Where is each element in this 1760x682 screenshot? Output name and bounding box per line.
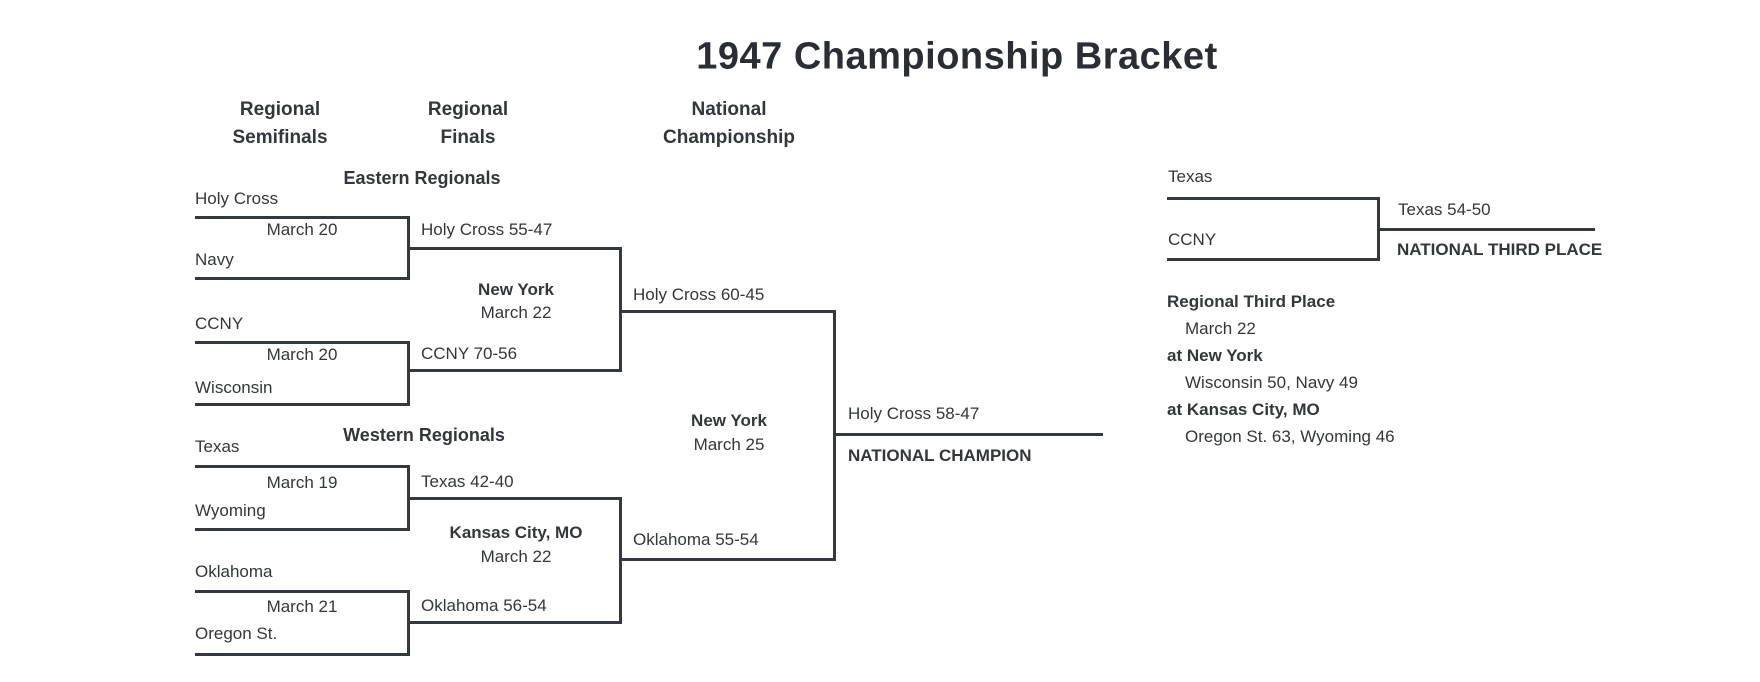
game-site: New York — [478, 280, 554, 299]
game-result: Holy Cross 58-47 — [848, 404, 980, 423]
third-place-game-site: at New York — [1167, 346, 1263, 365]
team-label: Wisconsin — [195, 378, 273, 397]
bracket-line — [407, 341, 410, 406]
game-result: CCNY 70-56 — [421, 344, 518, 363]
bracket-line — [407, 247, 622, 250]
column-header-line: Regional — [239, 99, 321, 120]
bracket-line — [833, 433, 1103, 436]
bracket-line — [195, 341, 410, 344]
column-header-regional-finals: Regional Finals — [428, 96, 508, 152]
bracket-line — [407, 497, 622, 500]
team-label: Texas — [1168, 167, 1213, 186]
game-site: Kansas City, MO — [449, 523, 583, 542]
west-region-header: Western Regionals — [343, 425, 505, 445]
bracket-line — [195, 216, 410, 219]
national-third-place-caption: NATIONAL THIRD PLACE — [1397, 240, 1603, 259]
regional-third-place-block: Regional Third Place March 22 at New Yor… — [1167, 288, 1395, 450]
game-date: March 21 — [266, 597, 338, 616]
bracket-line — [1167, 258, 1380, 261]
bracket-line — [195, 528, 410, 531]
national-champion-caption: NATIONAL CHAMPION — [848, 446, 1032, 465]
game-result: Oklahoma 55-54 — [633, 530, 759, 549]
bracket-line — [1167, 197, 1380, 200]
column-header-line: Regional — [427, 99, 509, 120]
bracket-line — [195, 403, 410, 406]
game-result: Oklahoma 56-54 — [421, 596, 547, 615]
east-region-header: Eastern Regionals — [343, 168, 501, 188]
bracket-line — [407, 621, 622, 624]
column-header-national-championship: National Championship — [663, 96, 795, 152]
game-date: March 19 — [266, 473, 338, 492]
game-date: March 25 — [693, 435, 765, 454]
team-label: CCNY — [1168, 230, 1217, 249]
third-place-game-site: at Kansas City, MO — [1167, 400, 1320, 419]
column-header-line: Championship — [663, 127, 795, 148]
team-label: Navy — [195, 250, 234, 269]
column-header-line: National — [691, 99, 767, 120]
game-date: March 22 — [480, 547, 552, 566]
column-header-line: Semifinals — [232, 127, 328, 148]
team-label: Wyoming — [195, 501, 266, 520]
game-date: March 20 — [266, 220, 338, 239]
team-label: Texas — [195, 437, 240, 456]
game-site: New York — [691, 411, 767, 430]
bracket-line — [619, 247, 622, 372]
third-place-game-score: Wisconsin 50, Navy 49 — [1185, 373, 1358, 392]
team-label: Holy Cross — [195, 189, 279, 208]
column-header-line: Finals — [440, 127, 496, 148]
game-result: Holy Cross 55-47 — [421, 220, 553, 239]
game-result: Texas 54-50 — [1398, 200, 1491, 219]
bracket-line — [1377, 228, 1595, 231]
team-label: Oklahoma — [195, 562, 273, 581]
bracket-line — [195, 590, 410, 593]
bracket-line — [619, 310, 836, 313]
game-date: March 22 — [480, 303, 552, 322]
game-date: March 20 — [266, 345, 338, 364]
bracket-line — [619, 558, 836, 561]
bracket-line — [195, 465, 410, 468]
regional-third-place-date: March 22 — [1185, 319, 1256, 338]
game-result: Texas 42-40 — [421, 472, 514, 491]
bracket-line — [195, 277, 410, 280]
third-place-game-score: Oregon St. 63, Wyoming 46 — [1185, 427, 1395, 446]
game-result: Holy Cross 60-45 — [633, 285, 765, 304]
bracket-line — [407, 369, 622, 372]
column-header-regional-semifinals: Regional Semifinals — [232, 96, 327, 152]
regional-third-place-header: Regional Third Place — [1167, 292, 1336, 311]
page-title: 1947 Championship Bracket — [696, 35, 1218, 78]
team-label: Oregon St. — [195, 624, 278, 643]
team-label: CCNY — [195, 314, 244, 333]
bracket-line — [195, 653, 410, 656]
